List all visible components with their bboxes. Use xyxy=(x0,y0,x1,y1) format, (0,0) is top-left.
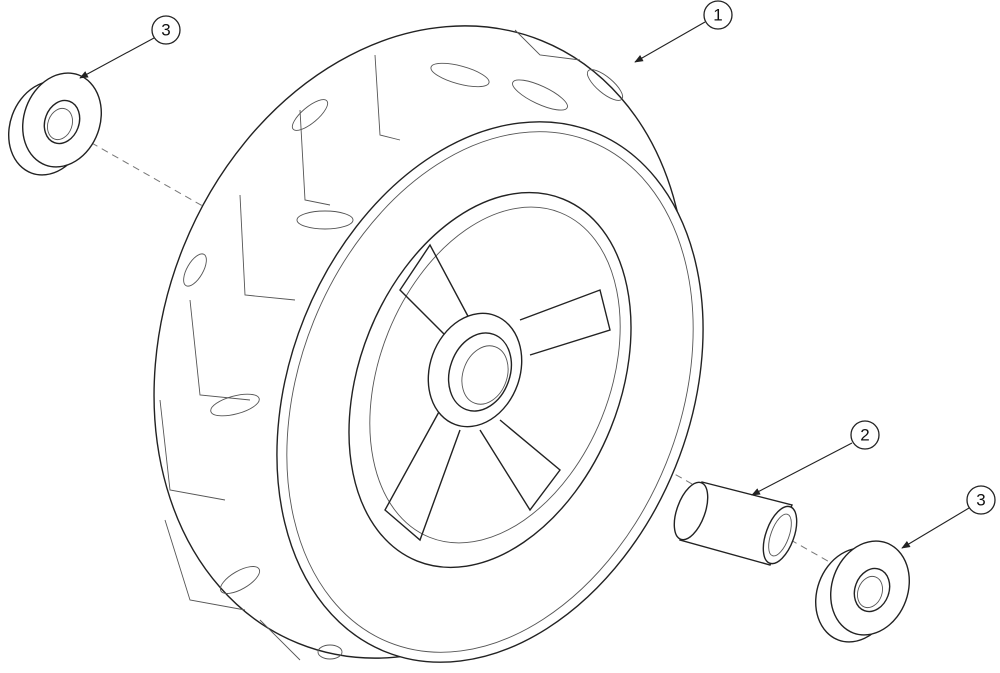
callout-3-right: 3 xyxy=(901,485,996,549)
wheel-spokes xyxy=(384,243,611,542)
bearing-left xyxy=(8,72,102,176)
callout-1: 1 xyxy=(634,0,733,63)
wheel-assembly xyxy=(153,25,704,663)
callout-label: 3 xyxy=(161,21,170,40)
spacer-tube xyxy=(673,481,798,566)
callout-2: 2 xyxy=(751,420,880,496)
bearing-right xyxy=(814,540,911,643)
callout-label: 1 xyxy=(713,6,722,25)
tire-tread xyxy=(159,29,624,661)
callout-label: 2 xyxy=(860,426,869,445)
callout-3-left: 3 xyxy=(79,15,181,79)
callout-label: 3 xyxy=(976,491,985,510)
